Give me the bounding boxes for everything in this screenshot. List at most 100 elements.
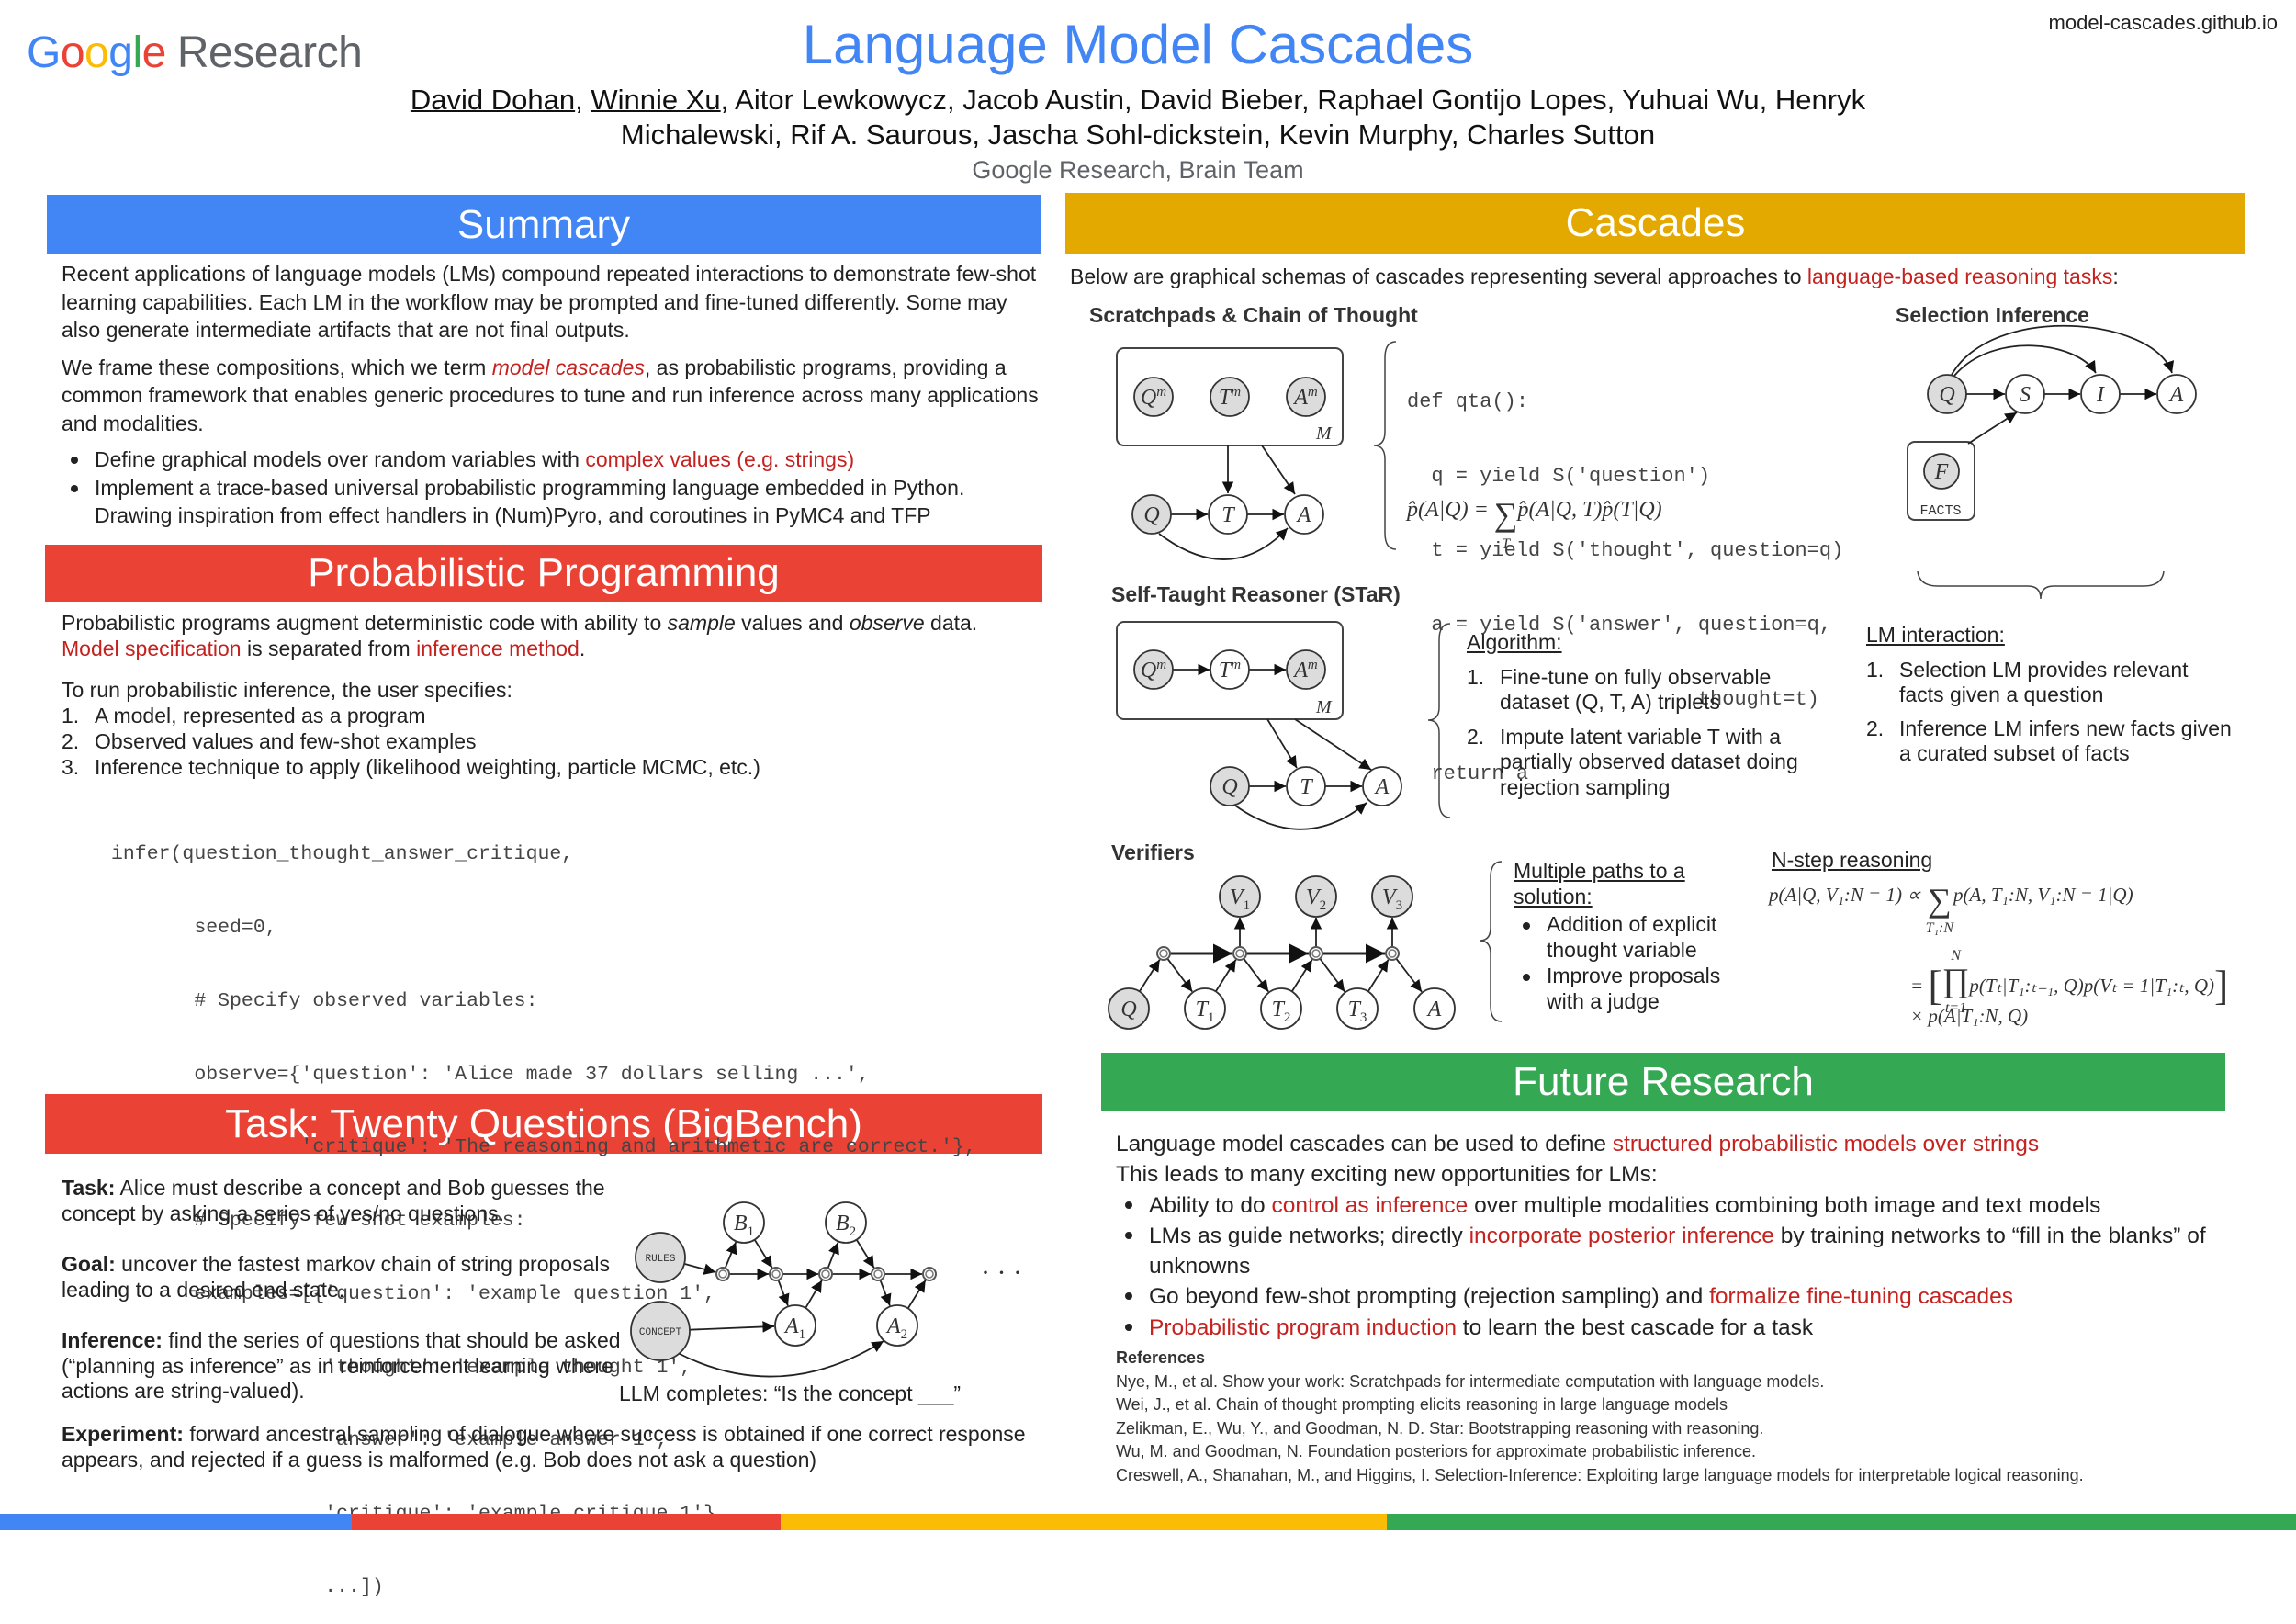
prob-paragraph: Model specification is separated from in… xyxy=(62,636,1049,661)
future-intro: Language model cascades can be used to d… xyxy=(1116,1129,2218,1159)
node-label-base: CONCEPT xyxy=(639,1327,682,1338)
project-url[interactable]: model-cascades.github.io xyxy=(2048,11,2278,34)
code-line: 'thought': 'example thought 1', xyxy=(111,1356,692,1379)
logo-letter: G xyxy=(27,28,61,77)
qta-code-block: def qta(): q = yield S('question') t = y… xyxy=(1407,340,1843,811)
prob-paragraph: Probabilistic programs augment determini… xyxy=(62,610,1049,636)
code-line: examples=[{'question': 'example question… xyxy=(111,1282,716,1305)
edge-arrow xyxy=(1291,959,1313,992)
node-label: RULES xyxy=(645,1254,675,1265)
text: Addition of explicit thought variable xyxy=(1547,912,1717,962)
node-label-base: T xyxy=(1221,503,1235,527)
list-item: Implement a trace-based universal probab… xyxy=(62,474,1044,530)
star-title: Self-Taught Reasoner (STaR) xyxy=(1111,582,1401,606)
lm-interaction-heading: LM interaction: xyxy=(1866,623,2005,647)
edge-arrow xyxy=(1243,958,1269,993)
observed-node xyxy=(1131,494,1172,535)
edge-arrow xyxy=(1158,527,1289,560)
footer-bar-green xyxy=(1387,1514,2296,1530)
observed-node xyxy=(630,1301,691,1361)
code-line: observe={'question': 'Alice made 37 doll… xyxy=(111,1063,870,1086)
node-label-base: A xyxy=(783,1314,799,1338)
deterministic-node-inner xyxy=(718,1269,727,1279)
node-label-base: A xyxy=(1296,503,1311,527)
text: Language model cascades can be used to d… xyxy=(1116,1132,1613,1156)
latent-node xyxy=(1336,987,1379,1030)
node-label-base: B xyxy=(734,1212,748,1235)
highlight-text: Model specification xyxy=(62,637,242,660)
task-experiment: Experiment: forward ancestral sampling o… xyxy=(62,1422,1026,1472)
node-label-base: A xyxy=(1426,998,1442,1021)
edge-arrow xyxy=(777,1280,790,1306)
lm-interaction: LM interaction: 1.Selection LM provides … xyxy=(1866,623,2234,767)
observed-node xyxy=(1210,377,1250,417)
reference-item: Nye, M., et al. Show your work: Scratchp… xyxy=(1116,1371,1825,1391)
cascades-heading: Cascades xyxy=(1065,193,2245,254)
node-label-base: A xyxy=(885,1314,901,1338)
edge-arrow xyxy=(724,1241,737,1269)
node-label: V2 xyxy=(1306,885,1326,913)
text: observe xyxy=(849,611,925,635)
algorithm-list: 1.Fine-tune on fully observable dataset … xyxy=(1467,665,1834,801)
latent-node xyxy=(2156,374,2197,414)
node-label-base: B xyxy=(836,1212,850,1235)
text: to learn the best cascade for a task xyxy=(1457,1314,1814,1340)
node-label-sub: 1 xyxy=(1208,1010,1215,1025)
observed-node xyxy=(1927,374,1967,414)
highlight-text: complex values (e.g. strings) xyxy=(585,447,855,471)
label: Inference: xyxy=(62,1328,163,1352)
node-label: Qm xyxy=(1141,385,1166,410)
nstep-heading-text: N-step reasoning xyxy=(1772,848,1933,872)
node-label: Q xyxy=(1939,383,1954,407)
edge-arrow xyxy=(1319,958,1345,993)
node-label: CONCEPT xyxy=(639,1327,682,1338)
node-label-sub: 1 xyxy=(799,1327,806,1342)
verifiers-title: Verifiers xyxy=(1111,840,1195,864)
future-intro2: This leads to many exciting new opportun… xyxy=(1116,1162,1658,1188)
deterministic-node xyxy=(871,1267,885,1281)
highlight-text: model cascades xyxy=(491,355,645,379)
text: Go beyond few-shot prompting (rejection … xyxy=(1149,1284,1710,1310)
latent-node xyxy=(2005,374,2045,414)
text: , as probabilistic programs, providing a… xyxy=(62,355,1039,435)
node-label: A xyxy=(1374,775,1390,799)
node-label-base: T xyxy=(1300,775,1313,799)
list-item: Ability to do control as inference over … xyxy=(1116,1190,2218,1221)
code-line: seed=0, xyxy=(111,916,277,939)
node-label: V1 xyxy=(1230,885,1250,913)
edge-arrow xyxy=(805,1280,823,1309)
task-heading: Task: Twenty Questions (BigBench) xyxy=(45,1094,1042,1154)
list-item: 1.Fine-tune on fully observable dataset … xyxy=(1467,664,1772,715)
deterministic-node-inner xyxy=(1311,949,1321,958)
deterministic-node-inner xyxy=(821,1269,830,1279)
node-label-sub: 3 xyxy=(1360,1010,1367,1025)
edge-arrow xyxy=(1261,445,1296,495)
references-heading: References xyxy=(1116,1348,1206,1367)
node-label: Q xyxy=(1120,998,1136,1021)
model-plate xyxy=(1116,621,1344,720)
future-research-heading: Future Research xyxy=(1101,1053,2225,1111)
scratchpads-title: Scratchpads & Chain of Thought xyxy=(1089,303,1418,327)
observed-node xyxy=(1210,766,1250,806)
observed-node xyxy=(1371,875,1413,918)
author-link[interactable]: David Dohan xyxy=(410,84,576,116)
text: Observed values and few-shot examples xyxy=(95,729,477,753)
affiliation: Google Research, Brain Team xyxy=(972,156,1304,184)
curly-brace-icon xyxy=(1479,861,1503,1022)
list-item: 2.Inference LM infers new facts given a … xyxy=(1866,716,2232,766)
deterministic-node xyxy=(1309,946,1323,961)
ellipsis: · · · xyxy=(981,1257,1022,1288)
deterministic-node xyxy=(1385,946,1400,961)
edge-arrow xyxy=(683,1263,716,1275)
node-label-base: T xyxy=(1348,998,1362,1021)
formula-part: p(A, T₁:N, V₁:N = 1|Q) xyxy=(1953,884,2133,906)
edge-arrow xyxy=(1395,958,1423,993)
node-label: A xyxy=(1426,998,1442,1021)
reference-item: Wu, M. and Goodman, N. Foundation poster… xyxy=(1116,1442,1757,1460)
latent-node xyxy=(1210,649,1250,690)
node-label: I xyxy=(2096,383,2105,407)
latent-node xyxy=(1362,766,1402,806)
edge-arrow xyxy=(1367,959,1390,992)
node-label: Q xyxy=(1221,775,1237,799)
author-link[interactable]: Winnie Xu xyxy=(591,84,721,116)
